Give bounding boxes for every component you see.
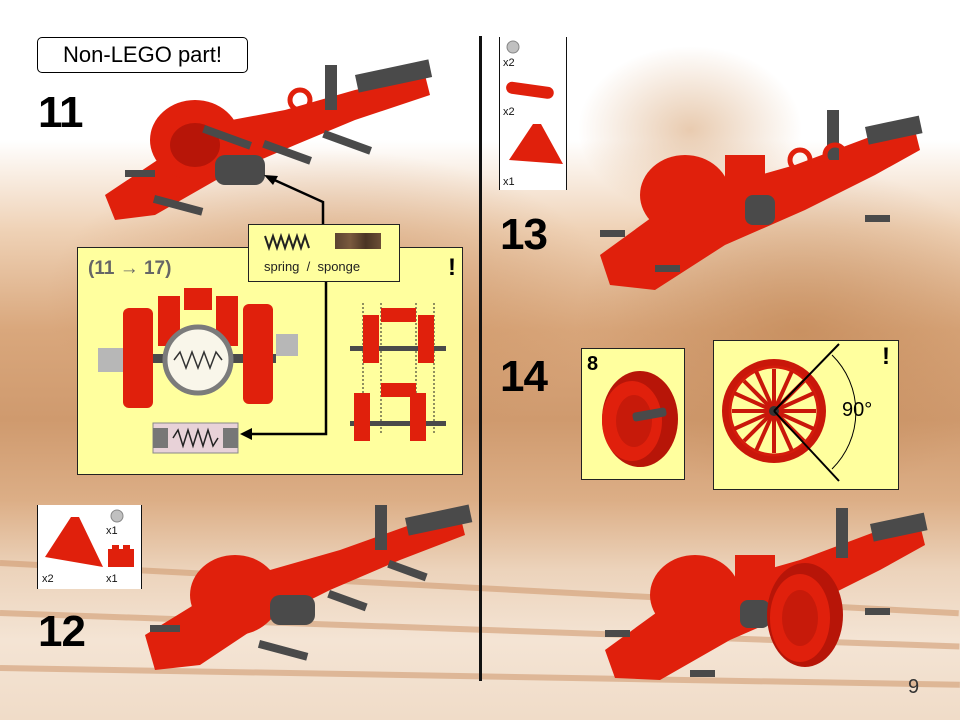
grey-bush-icon: [110, 509, 124, 523]
red-technic-brick-icon: [108, 545, 134, 567]
callout-text: Non-LEGO part!: [63, 42, 222, 67]
part-qty: x2: [503, 106, 515, 118]
wheel-90-degree-diagram: [722, 343, 857, 482]
legend-label: spring / sponge: [264, 259, 361, 274]
page-number: 9: [908, 676, 920, 698]
non-lego-part-callout: Non-LEGO part!: [37, 37, 248, 73]
red-train-wheel-icon: [602, 371, 678, 467]
suspension-note-box: (11 → 17) !: [77, 247, 463, 475]
spring-sponge-legend: spring / sponge: [248, 224, 400, 282]
part-qty: x1: [106, 525, 118, 537]
pointer-arrow-to-closeup: [240, 248, 328, 440]
page-column-divider: [479, 36, 482, 681]
red-bent-liftarm-icon: [506, 81, 554, 99]
wheel-parts-box: 8: [581, 348, 685, 480]
step-number-11: 11: [38, 88, 84, 137]
wheelset-detail-illustration: [98, 288, 298, 408]
wheel-count-label: 8: [587, 353, 599, 375]
part-qty: x1: [503, 176, 515, 188]
sponge-swatch-icon: [335, 233, 381, 249]
angle-label: 90°: [842, 399, 873, 421]
wheel-alignment-box: ! 90°: [713, 340, 899, 490]
step-range-label: (11 → 17): [88, 258, 172, 279]
step-number-14: 14: [500, 352, 548, 401]
part-qty: x2: [503, 57, 515, 69]
wheelset-alignment-diagram: [350, 303, 446, 441]
warning-icon: !: [882, 343, 890, 370]
step-number-12: 12: [38, 607, 86, 656]
step11-chassis-assembly: [105, 59, 433, 220]
spring-sponge-closeup: [152, 422, 239, 454]
warning-icon: !: [448, 254, 456, 281]
parts-list-step12: x2 x1 x1: [37, 505, 142, 589]
step-number-13: 13: [500, 210, 548, 259]
spring-zigzag-icon: [264, 232, 310, 252]
red-triangle-liftarm-icon: [509, 124, 563, 164]
grey-bush-icon: [506, 40, 520, 54]
pointer-arrow-to-spring: [264, 175, 325, 225]
parts-list-step13: x2 x2 x1: [499, 37, 567, 190]
step12-chassis-assembly: [145, 504, 473, 670]
part-qty: x1: [106, 573, 118, 585]
part-qty: x2: [42, 573, 54, 585]
step14-chassis-with-wheel: [605, 508, 928, 680]
red-triangle-liftarm-icon: [45, 517, 103, 567]
step13-chassis-assembly: [600, 110, 923, 290]
